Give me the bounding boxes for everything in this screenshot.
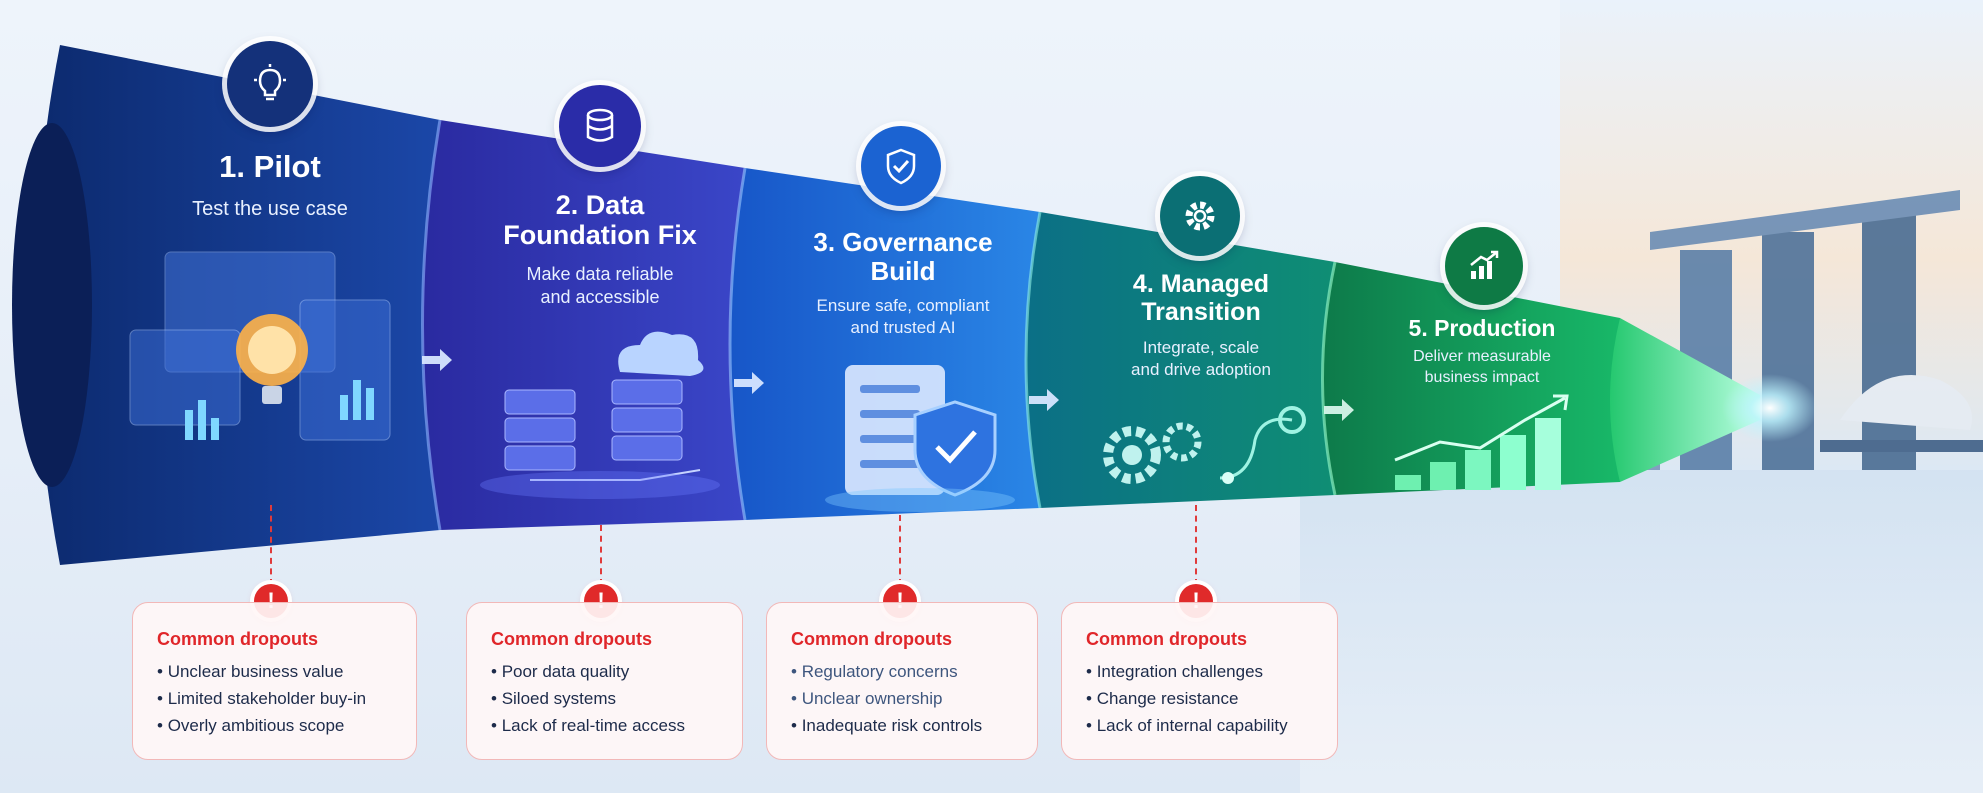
governance-checklist-illustration xyxy=(825,365,1015,512)
pilot-dashboard-illustration xyxy=(129,251,391,441)
stage-5-title: 5. Production xyxy=(1408,315,1556,341)
dropout-item: Integration challenges xyxy=(1086,658,1337,685)
lightbulb-icon xyxy=(227,41,313,127)
transition-gears-illustration xyxy=(1103,406,1306,484)
dropout-item: Overly ambitious scope xyxy=(157,712,416,739)
dropout-item: Poor data quality xyxy=(491,658,742,685)
funnel-opening xyxy=(12,123,92,487)
stage-4-subtitle: Integrate, scale and drive adoption xyxy=(1131,338,1271,380)
production-growth-illustration xyxy=(1394,394,1569,490)
water-reflection xyxy=(1300,470,1983,793)
dropouts-box-governance: Common dropouts Regulatory concerns Uncl… xyxy=(766,602,1038,760)
stage-3-title: 3. Governance Build xyxy=(813,227,993,287)
stage-5-subtitle: Deliver measurable business impact xyxy=(1413,348,1551,386)
arrow-right-icon xyxy=(1029,389,1059,411)
funnel-segment-2 xyxy=(422,120,745,530)
dropouts-title: Common dropouts xyxy=(491,629,652,649)
dropouts-box-data-foundation: Common dropouts Poor data quality Siloed… xyxy=(466,602,743,760)
dropout-connector xyxy=(899,515,901,585)
growth-chart-icon xyxy=(1445,227,1523,305)
dropout-connector xyxy=(1195,505,1197,585)
dropout-connector xyxy=(270,505,272,585)
arrow-right-icon xyxy=(1324,399,1354,421)
funnel-tip xyxy=(1610,318,1760,482)
dropout-item: Regulatory concerns xyxy=(791,658,1037,685)
data-servers-illustration xyxy=(480,331,720,499)
arrow-right-icon xyxy=(422,349,452,371)
dropout-item: Change resistance xyxy=(1086,685,1337,712)
stage-1-subtitle: Test the use case xyxy=(192,198,348,220)
dropout-item: Siloed systems xyxy=(491,685,742,712)
database-icon xyxy=(559,85,641,167)
funnel-light-glow xyxy=(1722,374,1818,442)
stage-4-title: 4. Managed Transition xyxy=(1132,270,1270,326)
dropout-connector xyxy=(600,525,602,585)
dropout-item: Inadequate risk controls xyxy=(791,712,1037,739)
dropouts-box-pilot: Common dropouts Unclear business value L… xyxy=(132,602,417,760)
arrow-right-icon xyxy=(734,372,764,394)
gear-icon xyxy=(1160,176,1240,256)
skyline-towers xyxy=(1600,190,1983,470)
dropouts-box-managed-transition: Common dropouts Integration challenges C… xyxy=(1061,602,1338,760)
dropouts-title: Common dropouts xyxy=(791,629,952,649)
dropout-item: Unclear ownership xyxy=(791,685,1037,712)
stage-3-subtitle: Ensure safe, compliant and trusted AI xyxy=(816,296,990,338)
dropouts-title: Common dropouts xyxy=(1086,629,1247,649)
dropout-item: Unclear business value xyxy=(157,658,416,685)
dropout-item: Lack of real-time access xyxy=(491,712,742,739)
dropouts-title: Common dropouts xyxy=(157,629,318,649)
stage-2-title: 2. Data Foundation Fix xyxy=(503,190,697,251)
shield-check-icon xyxy=(861,126,941,206)
dropout-item: Limited stakeholder buy-in xyxy=(157,685,416,712)
dropout-item: Lack of internal capability xyxy=(1086,712,1337,739)
stage-1-title: 1. Pilot xyxy=(219,149,321,184)
stage-2-subtitle: Make data reliable and accessible xyxy=(526,264,674,308)
